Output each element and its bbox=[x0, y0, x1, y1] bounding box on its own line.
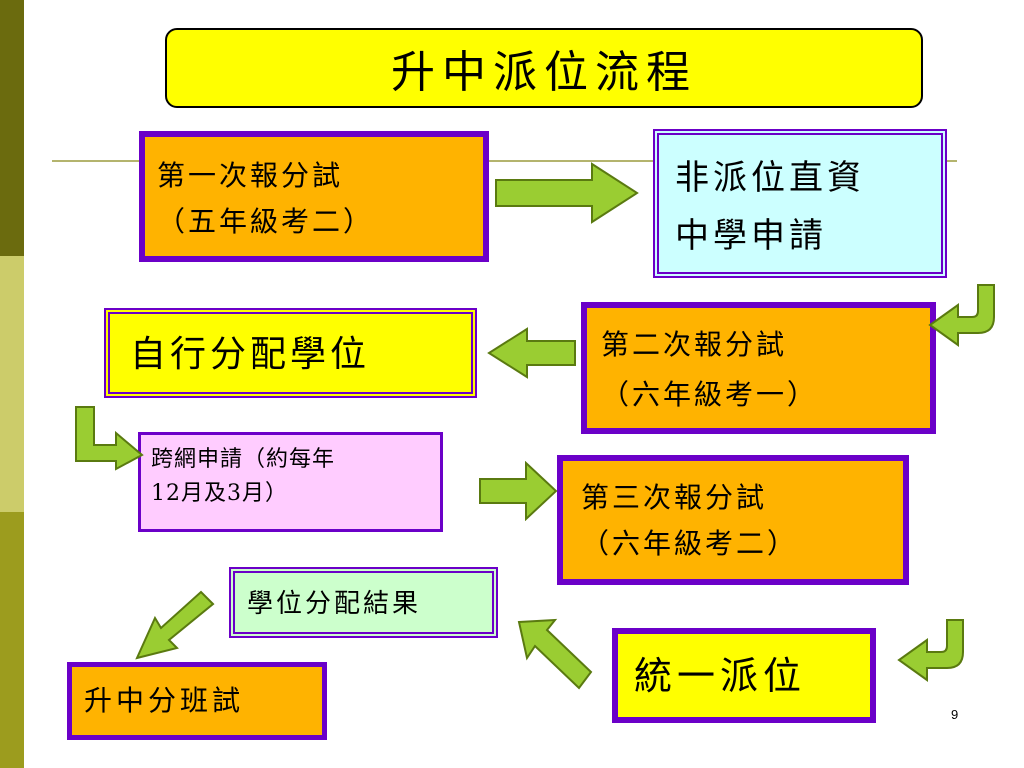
arrow-right-small-icon bbox=[479, 461, 558, 521]
third-test-subtitle: （六年級考二） bbox=[581, 527, 799, 560]
decor-stripe-top bbox=[0, 0, 24, 256]
decor-stripe-middle bbox=[0, 256, 24, 512]
allocation-result-label: 學位分配結果 bbox=[247, 589, 422, 619]
non-allocation-line1: 非派位直資 bbox=[675, 158, 865, 198]
first-test-box: 第一次報分試 （五年級考二） bbox=[139, 131, 489, 262]
arrow-right-icon bbox=[495, 162, 639, 224]
third-test-title: 第三次報分試 bbox=[581, 481, 768, 514]
curved-arrow-down-left-icon bbox=[928, 284, 995, 347]
arrow-left-icon bbox=[487, 327, 576, 379]
central-allocation-box: 統一派位 bbox=[612, 628, 876, 723]
non-allocation-school-box: 非派位直資 中學申請 bbox=[653, 129, 947, 278]
diagonal-arrow-down-left-icon bbox=[135, 590, 215, 660]
cross-network-line2: 12月及3月） bbox=[151, 481, 288, 506]
first-test-subtitle: （五年級考二） bbox=[157, 205, 375, 238]
second-test-box: 第二次報分試 （六年級考一） bbox=[581, 302, 936, 434]
cross-network-line1: 跨網申請（約每年 bbox=[151, 447, 336, 472]
page-number: 9 bbox=[951, 707, 959, 722]
central-allocation-label: 統一派位 bbox=[634, 654, 807, 698]
non-allocation-line2: 中學申請 bbox=[675, 216, 827, 256]
second-test-subtitle: （六年級考一） bbox=[601, 378, 819, 411]
decor-horizontal-line bbox=[52, 160, 957, 162]
curved-arrow-down-left-icon-2 bbox=[897, 619, 964, 682]
second-test-title: 第二次報分試 bbox=[601, 328, 788, 361]
discretionary-places-box: 自行分配學位 bbox=[104, 308, 477, 398]
cross-network-application-box: 跨網申請（約每年 12月及3月） bbox=[138, 432, 443, 532]
allocation-result-box: 學位分配結果 bbox=[229, 567, 498, 638]
placement-test-label: 升中分班試 bbox=[84, 684, 245, 717]
elbow-arrow-down-right-icon bbox=[75, 406, 144, 471]
third-test-box: 第三次報分試 （六年級考二） bbox=[557, 455, 909, 585]
placement-test-box: 升中分班試 bbox=[67, 662, 327, 740]
page-title: 升中派位流程 bbox=[165, 28, 923, 108]
decor-stripe-bottom bbox=[0, 512, 24, 768]
diagonal-arrow-up-left-icon bbox=[517, 618, 593, 690]
discretionary-places-label: 自行分配學位 bbox=[130, 334, 371, 375]
first-test-title: 第一次報分試 bbox=[157, 159, 344, 192]
